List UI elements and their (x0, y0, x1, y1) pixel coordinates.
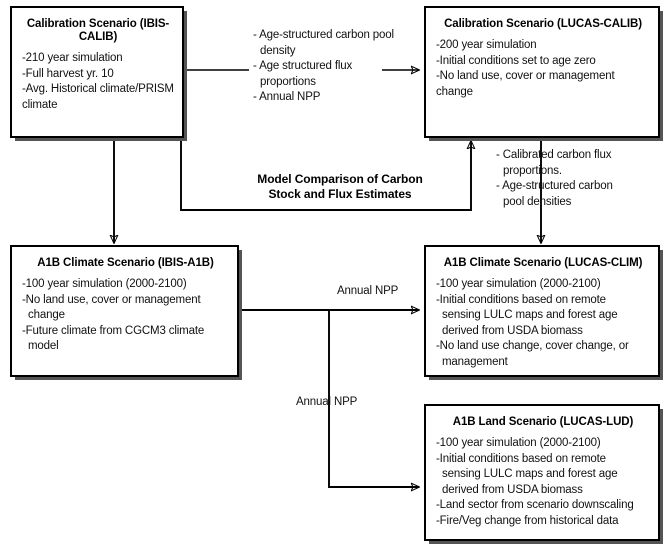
box-line: -Initial conditions set to age zero (436, 54, 596, 67)
box-ibis-a1b[interactable]: A1B Climate Scenario (IBIS-A1B) -100 yea… (10, 245, 239, 377)
box-line: -200 year simulation (436, 39, 537, 51)
annotation-calibrated-outputs: - Calibrated carbon flux proportions. - … (496, 148, 613, 210)
box-lucas-calib[interactable]: Calibration Scenario (LUCAS-CALIB) -200 … (424, 6, 660, 138)
box-lucas-lud[interactable]: A1B Land Scenario (LUCAS-LUD) -100 year … (424, 404, 660, 541)
box-line: model (28, 340, 59, 352)
box-line: -Future climate from CGCM3 climate (22, 324, 205, 337)
box-line: -No land use, cover or management (436, 70, 615, 82)
box-line: -Full harvest yr. 10 (22, 67, 114, 80)
box-line: -100 year simulation (2000-2100) (22, 278, 187, 290)
box-ibis-calib-title: Calibration Scenario (IBIS-CALIB) (26, 18, 170, 43)
box-lucas-calib-lines: -200 year simulation -Initial conditions… (436, 38, 650, 100)
box-ibis-a1b-lines: -100 year simulation (2000-2100) -No lan… (22, 277, 229, 355)
box-lucas-clim-title: A1B Climate Scenario (LUCAS-CLIM) (443, 257, 643, 269)
annotation-line: - Age structured flux (253, 60, 353, 72)
box-line: -210 year simulation (22, 52, 123, 64)
box-lucas-calib-title: Calibration Scenario (LUCAS-CALIB) (444, 18, 642, 30)
box-ibis-calib-lines: -210 year simulation -Full harvest yr. 1… (22, 51, 174, 113)
annotation-calib-transfer: - Age-structured carbon pool density - A… (253, 28, 394, 106)
annotation-line: proportions. (503, 164, 562, 177)
box-line: -100 year simulation (2000-2100) (436, 437, 601, 449)
box-line: -Land sector from scenario downscaling (436, 499, 634, 511)
annotation-line: - Age-structured carbon (496, 180, 613, 192)
box-line: change (436, 85, 473, 98)
edge-label-annual-npp-upper: Annual NPP (337, 285, 399, 297)
annotation-line: - Annual NPP (253, 91, 321, 103)
annotation-line: - Age-structured carbon pool (253, 29, 394, 41)
box-line: change (28, 309, 65, 321)
box-lucas-clim[interactable]: A1B Climate Scenario (LUCAS-CLIM) -100 y… (424, 245, 660, 377)
box-ibis-calib[interactable]: Calibration Scenario (IBIS-CALIB) -210 y… (10, 6, 184, 138)
annotation-line: - Calibrated carbon flux (496, 149, 612, 161)
box-line: -Fire/Veg change from historical data (436, 514, 619, 527)
box-ibis-a1b-title: A1B Climate Scenario (IBIS-A1B) (37, 257, 214, 269)
box-line: -No land use change, cover change, or (436, 340, 629, 352)
box-line: management (442, 355, 508, 368)
box-lucas-lud-title: A1B Land Scenario (LUCAS-LUD) (452, 416, 634, 428)
annotation-line: density (260, 44, 296, 57)
box-line: derived from USDA biomass (442, 324, 583, 337)
box-line: -No land use, cover or management (22, 293, 201, 306)
annotation-line: proportions (260, 75, 316, 88)
box-line: -Avg. Historical climate/PRISM climate (22, 83, 177, 111)
model-comparison-label: Model Comparison of Carbon Stock and Flu… (257, 172, 423, 201)
box-line: -Initial conditions based on remote (436, 293, 606, 306)
edge-label-annual-npp-lower: Annual NPP (296, 396, 358, 408)
box-line: -100 year simulation (2000-2100) (436, 278, 601, 290)
box-line: sensing LULC maps and forest age (442, 468, 618, 480)
annotation-line: pool densities (503, 195, 572, 208)
box-lucas-lud-lines: -100 year simulation (2000-2100) -Initia… (436, 436, 650, 529)
box-line: -Initial conditions based on remote (436, 452, 606, 465)
box-lucas-clim-lines: -100 year simulation (2000-2100) -Initia… (436, 277, 650, 370)
box-line: derived from USDA biomass (442, 483, 583, 496)
box-line: sensing LULC maps and forest age (442, 309, 618, 321)
